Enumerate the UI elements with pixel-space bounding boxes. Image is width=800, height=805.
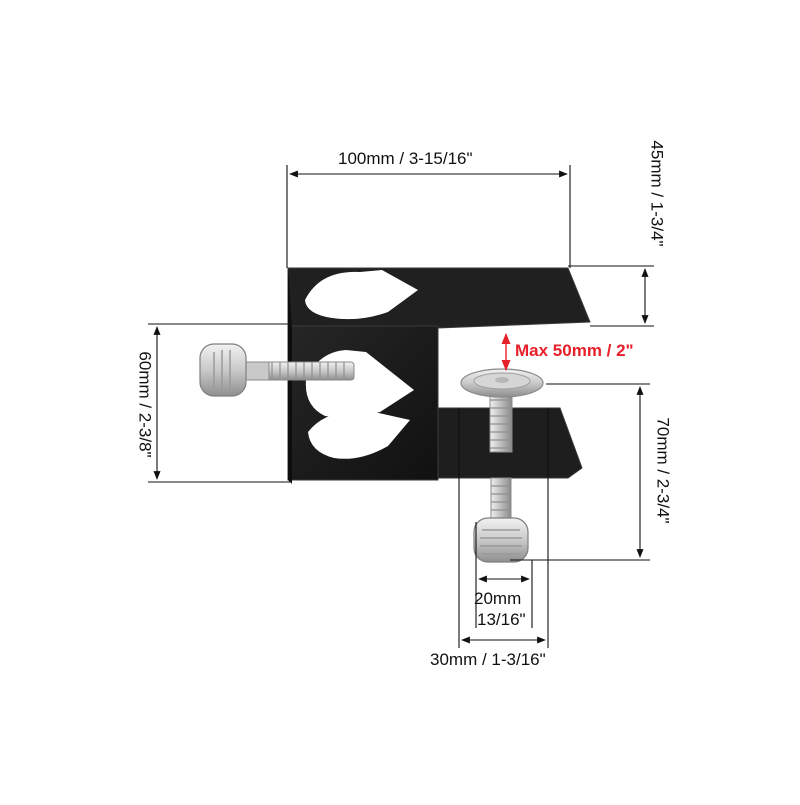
label-height-left: 60mm / 2-3/8" xyxy=(135,351,155,458)
label-max-gap: Max 50mm / 2" xyxy=(515,341,634,360)
label-height-right: 70mm / 2-3/4" xyxy=(653,417,673,524)
top-cutout xyxy=(305,270,418,320)
bottom-screw xyxy=(460,368,544,563)
side-screw xyxy=(199,343,355,397)
label-height-top-right: 45mm / 1-3/4" xyxy=(647,140,667,247)
label-screw-width-in: 13/16" xyxy=(477,610,526,629)
label-screw-width-mm: 20mm xyxy=(474,589,522,608)
label-width-top: 100mm / 3-15/16" xyxy=(338,149,473,168)
lower-hole xyxy=(308,412,410,459)
dimension-lines xyxy=(148,165,654,648)
label-plate-width: 30mm / 1-3/16" xyxy=(430,650,546,669)
